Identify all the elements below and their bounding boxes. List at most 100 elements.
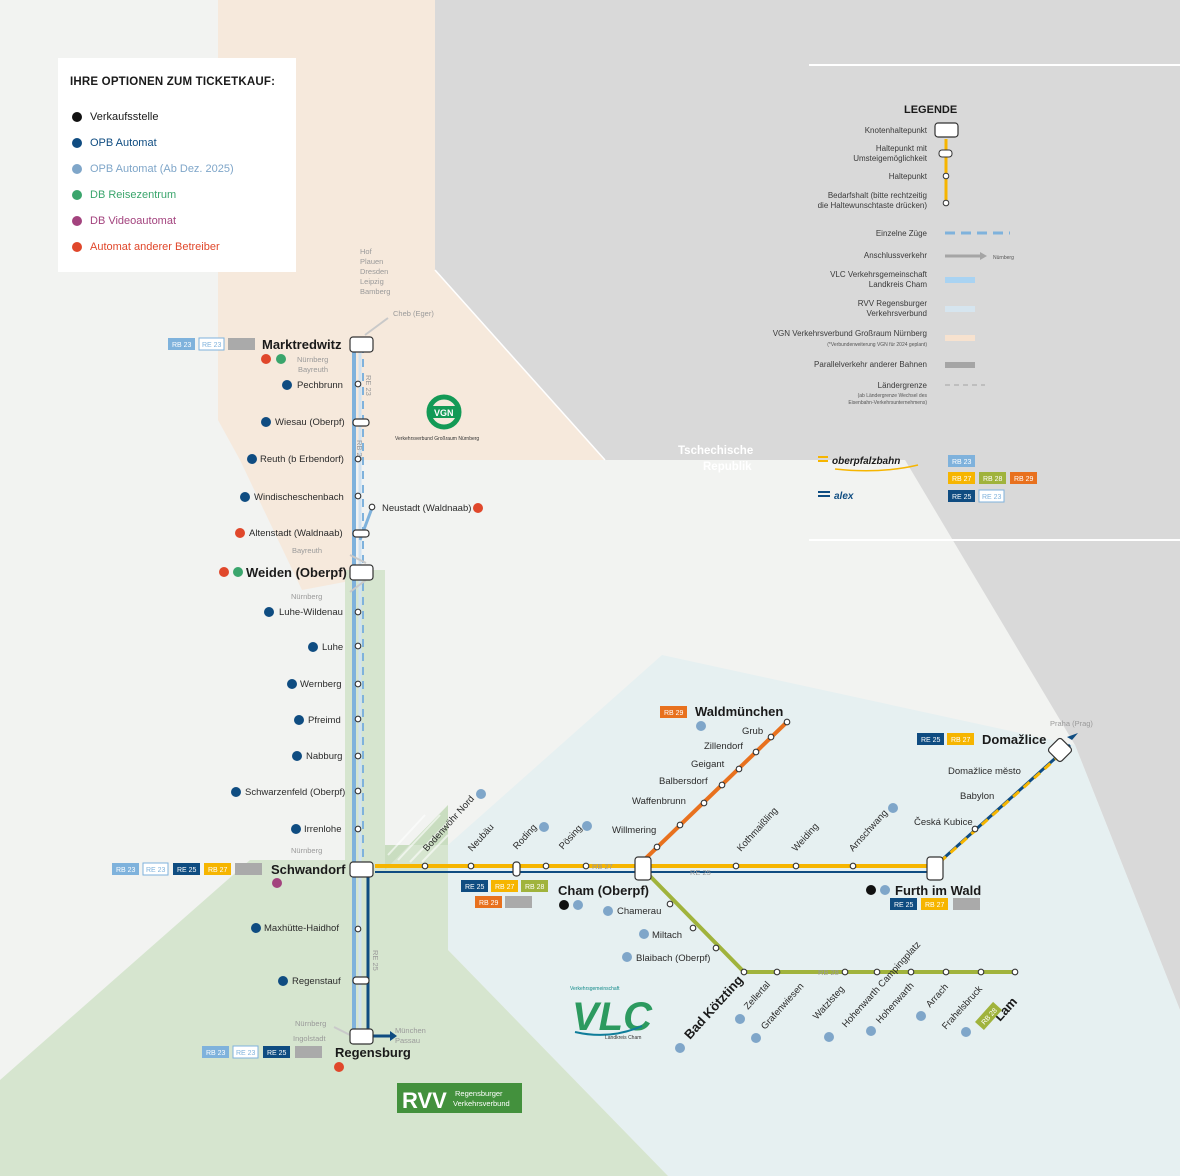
station-wiesau: Wiesau (Oberpf): [275, 417, 345, 428]
svg-text:RVV: RVV: [402, 1088, 447, 1113]
svg-text:RE 25: RE 25: [894, 902, 914, 909]
request-stops: [354, 608, 985, 976]
ticket-option-label: OPB Automat (Ab Dez. 2025): [90, 163, 234, 175]
legend-symbols: [934, 122, 1010, 386]
station-cham: Cham (Oberpf): [558, 883, 649, 898]
oberpfalzbahn-logo: oberpfalzbahn: [818, 456, 919, 472]
station-ceska-kubice: Česká Kubice: [914, 817, 973, 828]
rvv-logo: RVV Regensburger Verkehrsverbund: [397, 1083, 522, 1113]
station-luhe: Luhe: [322, 642, 343, 653]
vlc-swoosh: [574, 1025, 643, 1036]
ticket-dots: [219, 354, 971, 1072]
praha-arrow-head: [1067, 733, 1078, 740]
re25-horizontal-label: RE 25: [690, 868, 711, 877]
badges-furth: RE 25 RB 27: [890, 898, 980, 910]
node-stations: [349, 336, 1073, 1045]
svg-text:RB 29: RB 29: [1014, 476, 1034, 483]
czech-label-2: Republik: [703, 461, 752, 473]
vlc-bottom-text: Landkreis Cham: [605, 1035, 641, 1041]
direction-cheb: Cheb (Eger): [393, 309, 434, 318]
transfer-stops: [352, 418, 521, 985]
legend-title: LEGENDE: [904, 104, 957, 116]
station-grub: Grub: [742, 726, 763, 737]
svg-text:RB 27: RB 27: [208, 867, 228, 874]
direction-north-3: Dresden: [360, 267, 388, 276]
svg-text:Parallelverkehr anderer Bahnen: Parallelverkehr anderer Bahnen: [814, 360, 927, 369]
svg-text:Regensburger: Regensburger: [455, 1089, 503, 1098]
svg-text:Verkehrsverbund: Verkehrsverbund: [867, 309, 927, 318]
svg-text:RB 29: RB 29: [664, 710, 684, 717]
direction-mtr-2: Bayreuth: [298, 365, 328, 374]
direction-regensburg-right-2: Passau: [395, 1036, 420, 1045]
station-domazlice-mesto: Domažlice město: [948, 766, 1021, 777]
vlc-region: [448, 655, 1180, 1176]
station-waffenbrunn: Waffenbrunn: [632, 796, 686, 807]
station-neustadt: Neustadt (Waldnaab): [382, 503, 471, 514]
station-babylon: Babylon: [960, 791, 994, 802]
svg-text:RE 25: RE 25: [267, 1050, 287, 1057]
svg-text:die Haltewunschtaste drücken): die Haltewunschtaste drücken): [818, 201, 928, 210]
rb27-horizontal-label: RB 27: [592, 862, 613, 871]
svg-text:Einzelne Züge: Einzelne Züge: [876, 229, 928, 238]
rb29-line: [642, 720, 789, 862]
station-regensburg: Regensburg: [335, 1045, 411, 1060]
direction-arrows: [333, 317, 389, 1036]
svg-text:RE 25: RE 25: [952, 494, 972, 501]
db-reisezentrum-dot: [72, 190, 82, 200]
badges-regensburg: RB 23 RE 23 RE 25: [202, 1045, 322, 1059]
vgn-logo: VGN: [426, 394, 462, 430]
svg-text:RB 29: RB 29: [479, 900, 499, 907]
svg-text:RVV Regensburger: RVV Regensburger: [858, 299, 928, 308]
svg-text:(*Verbunderweiterung VGN für 2: (*Verbunderweiterung VGN für 2024 geplan…: [827, 342, 927, 348]
opb-automat-2025-dot: [72, 164, 82, 174]
vgn-caption: Verkehrsverbund Großraum Nürnberg: [395, 436, 479, 442]
opb-automat-dot: [72, 138, 82, 148]
direction-praha: Praha (Prag): [1050, 719, 1093, 728]
direction-north-5: Bamberg: [360, 287, 390, 296]
direction-schwandorf: Nürnberg: [291, 846, 322, 855]
svg-text:RE 23: RE 23: [236, 1050, 256, 1057]
ticket-options-title: IHRE OPTIONEN ZUM TICKETKAUF:: [70, 76, 276, 88]
station-blaibach: Blaibach (Oberpf): [636, 953, 710, 964]
svg-text:Landkreis Cham: Landkreis Cham: [869, 280, 928, 289]
ticket-option-label: DB Videoautomat: [90, 215, 177, 227]
svg-text:Verkehrsverbund: Verkehrsverbund: [453, 1099, 510, 1108]
station-schwarzenfeld: Schwarzenfeld (Oberpf): [245, 787, 345, 798]
station-wernberg: Wernberg: [300, 679, 342, 690]
re25-vertical-label: RE 25: [371, 950, 380, 971]
ticket-option-opb-automat: OPB Automat: [72, 137, 157, 149]
rvv-hatch-area: [385, 805, 448, 870]
station-reuth: Reuth (b Erbendorf): [260, 454, 344, 465]
badges-schwandorf: RB 23 RE 23 RE 25 RB 27: [112, 862, 262, 876]
svg-text:RE 23: RE 23: [146, 867, 166, 874]
svg-text:VGN Verkehrsverbund Großraum N: VGN Verkehrsverbund Großraum Nürnberg: [773, 329, 927, 338]
other-operator-dot: [72, 242, 82, 252]
legend-labels: Knotenhaltepunkt Haltepunkt mit Umsteige…: [773, 126, 928, 406]
svg-text:VGN: VGN: [434, 408, 454, 418]
alex-logo: alex: [818, 491, 854, 502]
rb28-line-label: RB 28: [818, 968, 839, 977]
station-pfreimd: Pfreimd: [308, 715, 341, 726]
svg-text:RB 27: RB 27: [925, 902, 945, 909]
svg-text:RE 23: RE 23: [202, 342, 222, 349]
regular-stops: [354, 380, 1019, 976]
svg-text:RB 23: RB 23: [952, 459, 972, 466]
ticket-option-verkaufsstelle: Verkaufsstelle: [72, 111, 158, 123]
svg-text:RE 25: RE 25: [921, 737, 941, 744]
station-pechbrunn: Pechbrunn: [297, 380, 343, 391]
station-schwandorf: Schwandorf: [271, 862, 346, 877]
station-furth: Furth im Wald: [895, 883, 981, 898]
vgn-region: [218, 0, 605, 590]
rb23-vertical-label: RB 23: [355, 440, 364, 461]
station-irrenlohe: Irrenlohe: [304, 824, 342, 835]
ticket-option-db-reisezentrum: DB Reisezentrum: [72, 189, 176, 201]
operator-badges: RB 23 RB 27 RB 28 RB 29 RE 25 RE 23: [948, 455, 1037, 503]
db-videoautomat-dot: [72, 216, 82, 226]
svg-text:RB 27: RB 27: [952, 476, 972, 483]
svg-text:RE 25: RE 25: [177, 867, 197, 874]
svg-text:Anschlussverkehr: Anschlussverkehr: [864, 251, 927, 260]
direction-weiden-bottom: Nürnberg: [291, 592, 322, 601]
verkaufsstelle-dot: [72, 112, 82, 122]
badges-marktredwitz: RB 23 RE 23: [168, 337, 255, 351]
